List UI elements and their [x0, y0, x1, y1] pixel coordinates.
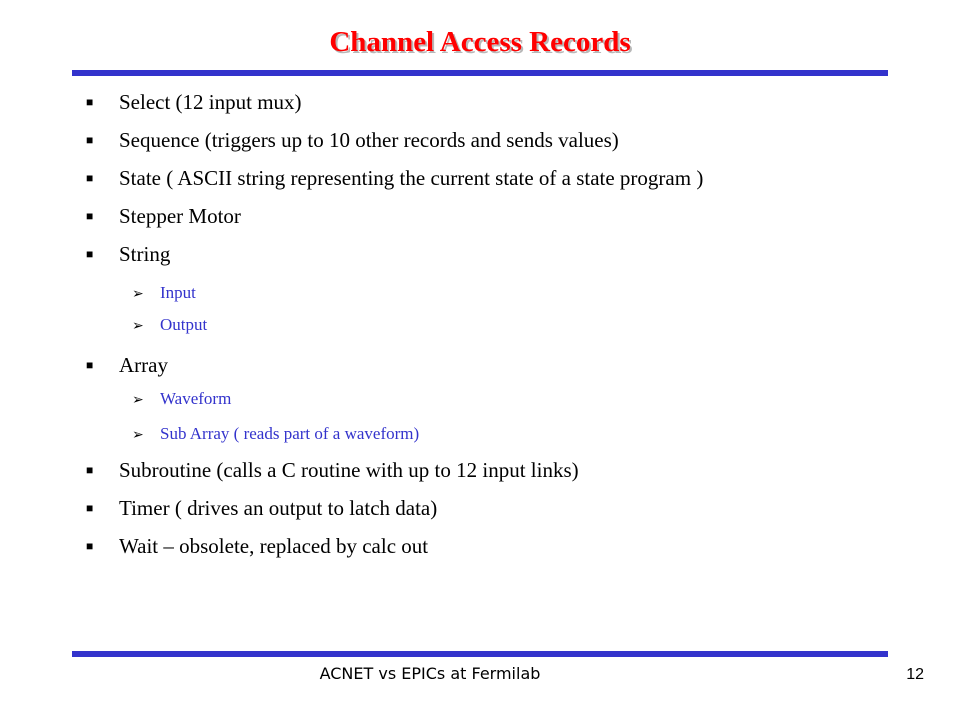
sub-bullet-item: ➢ Input	[132, 283, 196, 303]
arrow-bullet-icon: ➢	[132, 319, 144, 334]
bullet-item: ■ Array	[86, 353, 168, 378]
sub-bullet-text: Output	[160, 315, 208, 334]
bullet-item: ■ Stepper Motor	[86, 204, 241, 229]
square-bullet-icon: ■	[86, 463, 94, 477]
bullet-list: ■ Select (12 input mux) ■ Sequence (trigger…	[86, 90, 703, 559]
top-divider	[72, 70, 888, 76]
sub-bullet-text: Sub Array ( reads part of a waveform)	[160, 424, 420, 443]
bullet-text: Array	[119, 353, 168, 377]
bullet-text: String	[119, 242, 171, 266]
bullet-item: ■ String	[86, 242, 170, 267]
sub-bullet-text: Waveform	[160, 389, 232, 408]
square-bullet-icon: ■	[86, 247, 94, 261]
sub-bullet-text: Input	[160, 283, 196, 302]
slide-title: Channel Access Records	[329, 26, 631, 58]
square-bullet-icon: ■	[86, 209, 94, 223]
bullet-item: ■ Subroutine (calls a C routine with up t…	[86, 458, 579, 483]
sub-bullet-item: ➢ Output	[132, 315, 207, 335]
bottom-divider	[72, 651, 888, 657]
sub-bullet-item: ➢ Waveform	[132, 389, 231, 409]
square-bullet-icon: ■	[86, 501, 94, 515]
sub-bullet-item: ➢ Sub Array ( reads part of a waveform)	[132, 424, 419, 444]
bullet-text: Select (12 input mux)	[119, 90, 302, 114]
square-bullet-icon: ■	[86, 539, 94, 553]
bullet-text: Sequence (triggers up to 10 other record…	[119, 128, 619, 152]
page-number: 12	[906, 666, 924, 683]
bullet-item: ■ Sequence (triggers up to 10 other recor…	[86, 128, 619, 153]
bullet-text: Timer ( drives an output to latch data)	[119, 496, 438, 520]
square-bullet-icon: ■	[86, 358, 94, 372]
bullet-item: ■ Wait – obsolete, replaced by calc out	[86, 534, 428, 559]
square-bullet-icon: ■	[86, 171, 94, 185]
bullet-text: Subroutine (calls a C routine with up to…	[119, 458, 579, 482]
bullet-text: Wait – obsolete, replaced by calc out	[119, 534, 429, 558]
bullet-item: ■ Timer ( drives an output to latch data)	[86, 496, 437, 521]
bullet-text: State ( ASCII string representing the cu…	[119, 166, 704, 190]
arrow-bullet-icon: ➢	[132, 428, 144, 443]
arrow-bullet-icon: ➢	[132, 287, 144, 302]
square-bullet-icon: ■	[86, 95, 94, 109]
bullet-text: Stepper Motor	[119, 204, 241, 228]
footer-text: ACNET vs EPICs at Fermilab	[319, 664, 541, 683]
square-bullet-icon: ■	[86, 133, 94, 147]
bullet-item: ■ State ( ASCII string representing the c…	[86, 166, 703, 191]
arrow-bullet-icon: ➢	[132, 393, 144, 408]
bullet-item: ■ Select (12 input mux)	[86, 90, 302, 115]
